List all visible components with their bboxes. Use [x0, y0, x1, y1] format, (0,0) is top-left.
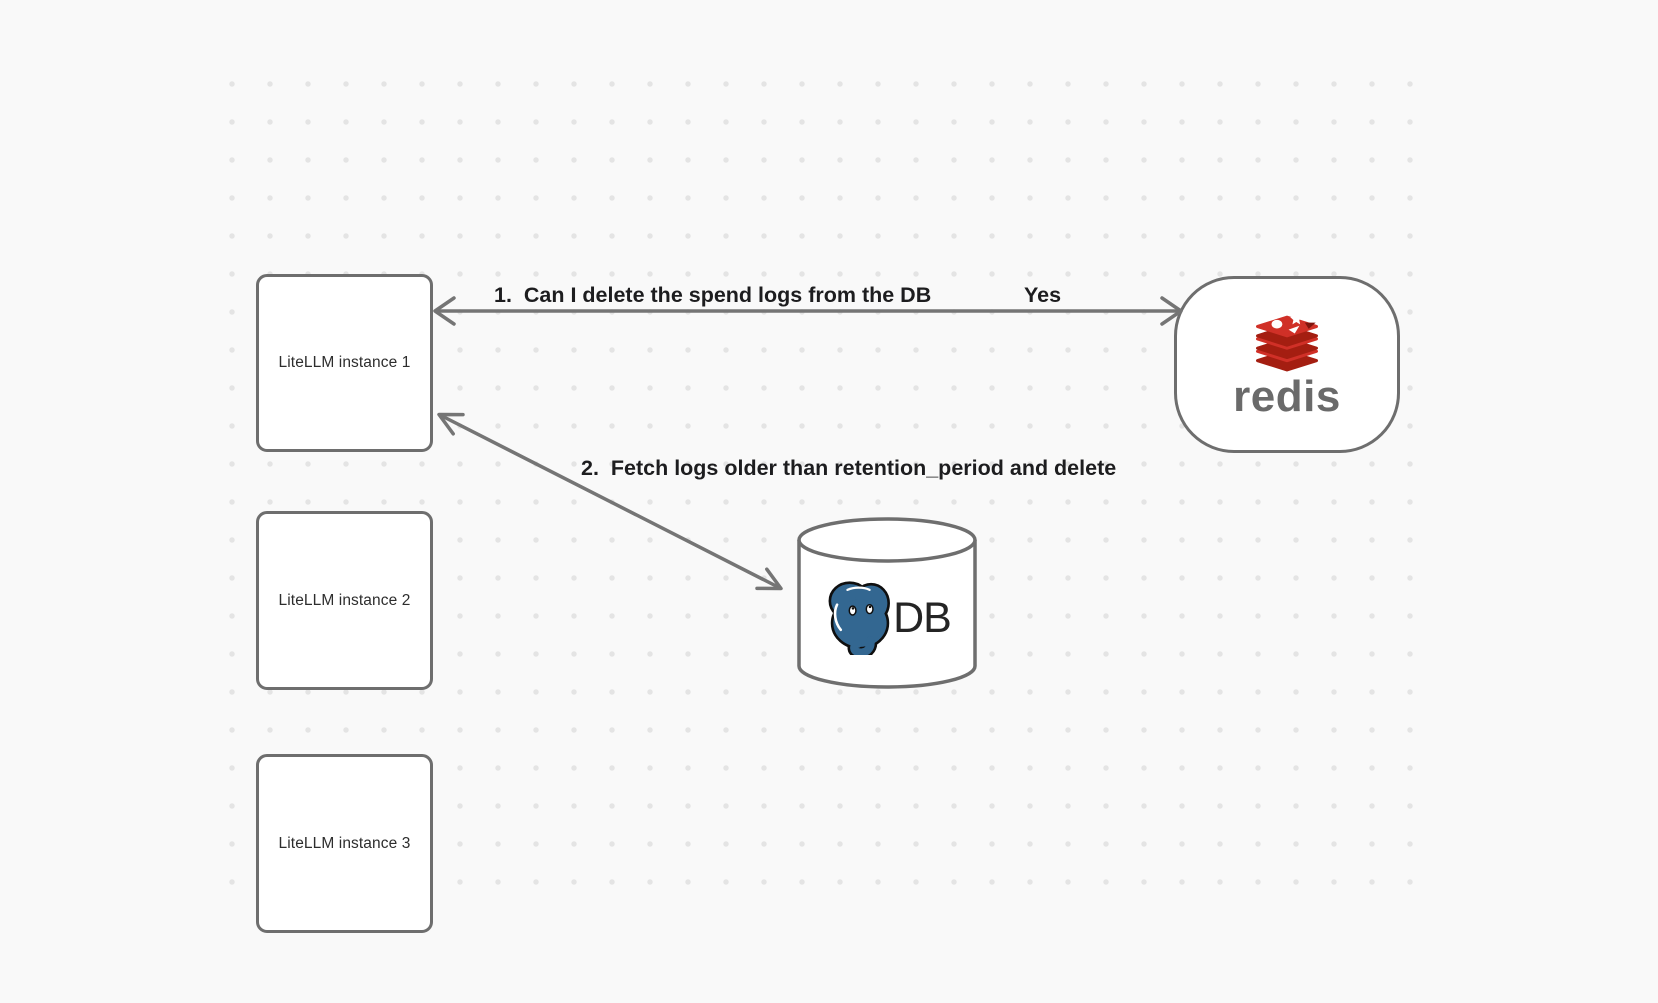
- node-label: LiteLLM instance 2: [278, 591, 411, 609]
- arrow2-label[interactable]: 2. Fetch logs older than retention_perio…: [581, 456, 1117, 480]
- postgresql-elephant-icon: [828, 581, 891, 655]
- arrow1-answer-label[interactable]: Yes: [1024, 283, 1062, 307]
- redis-logo-icon: [1256, 312, 1318, 371]
- node-litellm-instance-1[interactable]: LiteLLM instance 1: [256, 274, 433, 452]
- redis-wordmark: redis: [1233, 371, 1341, 421]
- node-label: LiteLLM instance 1: [278, 354, 411, 371]
- node-label: LiteLLM instance 3: [278, 834, 411, 852]
- node-db[interactable]: DB: [796, 516, 978, 692]
- node-redis[interactable]: redis: [1174, 276, 1400, 453]
- arrow-fetch-delete[interactable]: [437, 412, 783, 591]
- arrow1-label[interactable]: 1. Can I delete the spend logs from the …: [494, 283, 932, 307]
- db-label: DB: [893, 593, 952, 642]
- arrow-spend-logs-question[interactable]: [433, 296, 1183, 326]
- node-litellm-instance-2[interactable]: LiteLLM instance 2: [256, 511, 433, 690]
- node-litellm-instance-3[interactable]: LiteLLM instance 3: [256, 754, 433, 933]
